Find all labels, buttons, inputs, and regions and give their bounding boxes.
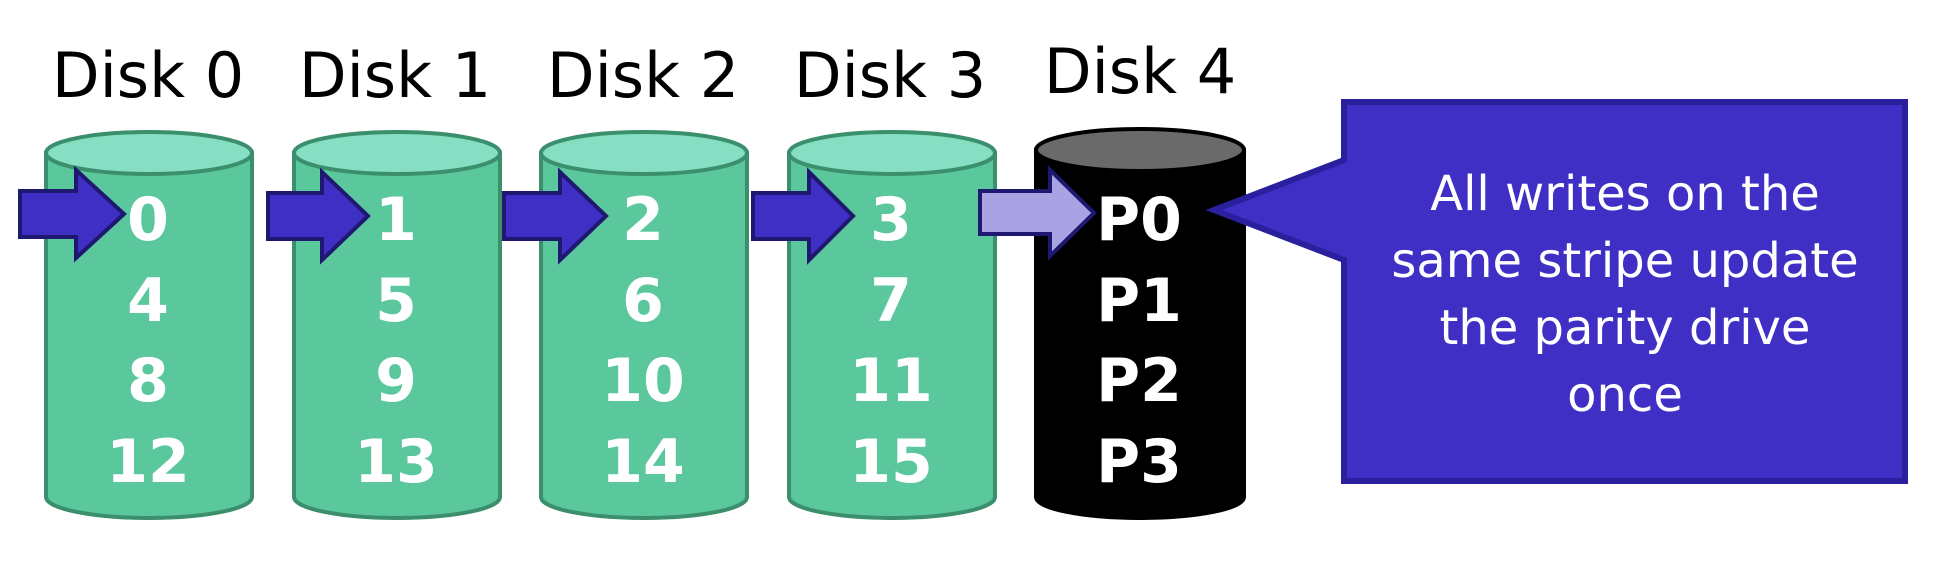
disk-cylinder-top <box>787 130 997 176</box>
disk-1: Disk 1 1 5 9 13 <box>266 39 502 520</box>
block-label: 7 <box>870 266 912 336</box>
disk-label: Disk 0 <box>52 39 244 112</box>
block-label: 8 <box>127 346 169 416</box>
disk-cylinder-body <box>539 151 749 520</box>
callout-line: All writes on the <box>1430 166 1820 222</box>
block-label: 2 <box>622 185 664 255</box>
write-arrow <box>18 165 127 263</box>
callout-line: the parity drive <box>1440 300 1811 356</box>
block-label: 5 <box>375 266 417 336</box>
disk-cylinder-top <box>44 130 254 176</box>
block-label: 11 <box>849 346 933 416</box>
block-label: 1 <box>375 185 417 255</box>
callout-shape <box>1205 99 1908 484</box>
block-label: P3 <box>1096 427 1182 497</box>
disk-cylinder-body <box>44 151 254 520</box>
disk-2: Disk 2 2 6 10 14 <box>502 39 749 520</box>
write-arrow <box>751 167 856 265</box>
disk-cylinder-top <box>539 130 749 176</box>
disk-0: Disk 0 0 4 8 12 <box>18 39 254 520</box>
block-label: 10 <box>601 346 685 416</box>
block-label: P1 <box>1096 266 1182 336</box>
parity-write-arrow <box>978 165 1097 261</box>
block-label: 13 <box>354 427 438 497</box>
disk-3: Disk 3 3 7 11 15 <box>751 39 997 520</box>
parity-cylinder-body <box>1034 148 1246 520</box>
callout-line: same stripe update <box>1391 233 1858 289</box>
block-label: 14 <box>601 427 685 497</box>
disk-label: Disk 1 <box>299 39 491 112</box>
block-label: 9 <box>375 346 417 416</box>
block-label: 15 <box>849 427 933 497</box>
block-label: 6 <box>622 266 664 336</box>
parity-cylinder-top <box>1034 127 1246 173</box>
block-label: 0 <box>127 185 169 255</box>
block-label: P2 <box>1096 346 1182 416</box>
disk-label: Disk 3 <box>794 39 986 112</box>
block-label: P0 <box>1096 185 1182 255</box>
block-label: 4 <box>127 266 169 336</box>
disk-cylinder-top <box>292 130 502 176</box>
block-label: 12 <box>106 427 190 497</box>
disk-cylinder-body <box>292 151 502 520</box>
write-arrow <box>502 167 609 265</box>
disk-cylinder-body <box>787 151 997 520</box>
write-arrow <box>266 167 371 265</box>
disk-label: Disk 2 <box>547 39 739 112</box>
callout-line: once <box>1567 367 1683 423</box>
disk-4-parity: Disk 4 P0 P1 P2 P3 <box>978 35 1246 520</box>
disk-label: Disk 4 <box>1044 35 1236 108</box>
callout: All writes on the same stripe update the… <box>1205 99 1908 484</box>
block-label: 3 <box>870 185 912 255</box>
